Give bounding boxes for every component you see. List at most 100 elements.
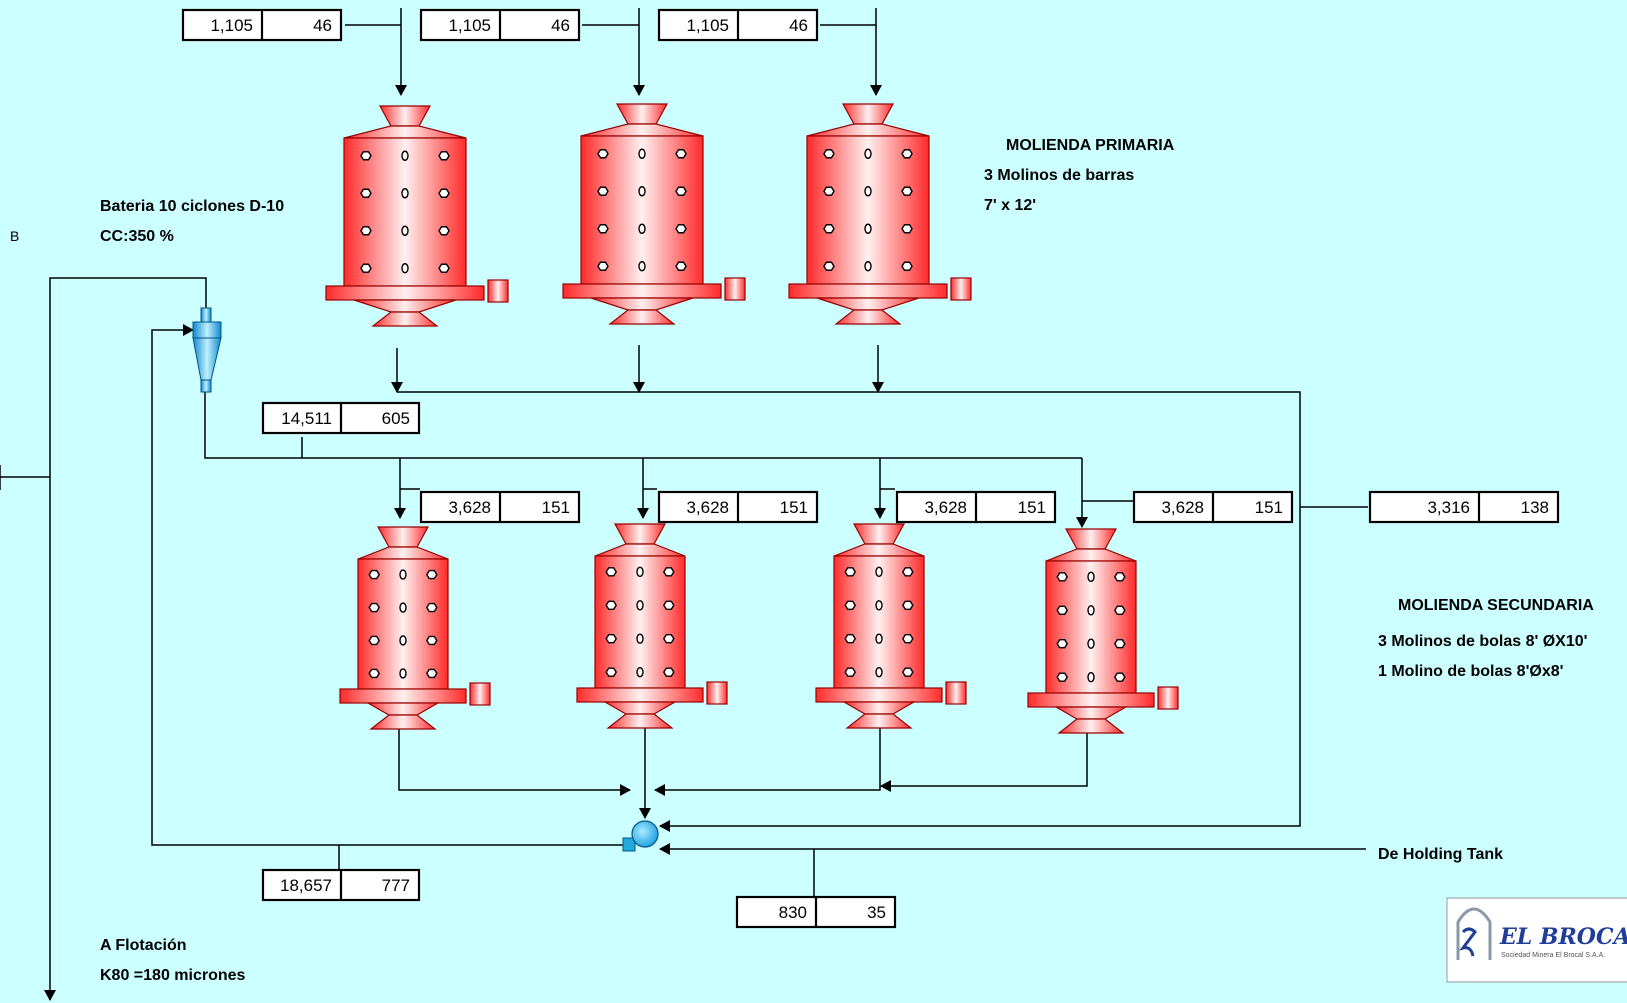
ball-mill-3-discharge [654, 720, 881, 796]
stream-value-tph: 3,628 [924, 498, 967, 517]
stream-value-secondary: 605 [382, 409, 410, 428]
pump-casing [631, 820, 659, 848]
mill-hole [399, 635, 407, 646]
mill-hole [401, 225, 409, 236]
stream-value-tph: 3,628 [448, 498, 491, 517]
mill-hole [901, 567, 914, 577]
mill-hole [1113, 639, 1126, 649]
mill-hole [638, 148, 646, 159]
stream-box-frame [1368, 490, 1560, 524]
cyclone-cc-label: CC:350 % [100, 228, 174, 245]
mill-feed-hopper [841, 103, 895, 125]
logo-subtitle: Sociedad Minera El Brocal S.A.A. [1501, 952, 1605, 959]
mill-drive-motor [1157, 686, 1179, 710]
mill-base-plate [1027, 692, 1155, 708]
mill-hole [823, 224, 835, 234]
b-marker-label: B [10, 228, 20, 244]
mill-hole [1113, 672, 1126, 682]
mill-drive-motor [469, 682, 491, 706]
mill-hole [638, 186, 646, 197]
rod-mill-1 [325, 105, 509, 327]
cyclone-overflow-to-flotation [44, 277, 207, 1001]
mill-hole [864, 186, 872, 197]
mill-hole [636, 666, 644, 678]
secondary-grinding-line2: 1 Molino de bolas 8'Øx8' [1378, 663, 1564, 680]
mill-hole [605, 634, 618, 644]
mill-hole [597, 149, 609, 159]
mill-hole [401, 150, 409, 161]
mill-hole [597, 224, 609, 234]
mill-shell [1045, 560, 1137, 694]
mill-top-cone [580, 123, 704, 137]
mill-feed-hopper [376, 526, 430, 548]
mill-hole [844, 567, 857, 577]
mill-hole [662, 667, 675, 677]
mill-hole [605, 667, 618, 677]
mill-hole [901, 667, 914, 677]
mill-hole [401, 188, 409, 199]
mill-hole [399, 668, 407, 679]
mill-hole [901, 600, 914, 610]
mill-hole [438, 263, 450, 273]
mill-hole [823, 149, 835, 159]
stream-value-tph: 1,105 [686, 16, 729, 35]
stream-value-secondary: 151 [780, 498, 808, 517]
mill-bottom-cone [1053, 706, 1129, 720]
mill-hole [1056, 672, 1069, 682]
mill-hole [823, 186, 835, 196]
mill-hole [675, 224, 687, 234]
stream-value-tph: 14,511 [281, 409, 332, 428]
mill-base-plate [576, 687, 704, 703]
pump-outlet [622, 837, 636, 852]
mill-discharge-trunnion [606, 713, 674, 729]
stream-box-cyclone-underflow: 14,511 605 [261, 401, 421, 435]
mill-hole [425, 668, 438, 679]
mill-shell [594, 555, 686, 689]
cyclone-cylinder [192, 321, 222, 339]
stream-value-tph: 3,628 [686, 498, 729, 517]
mill-discharge-trunnion [845, 713, 913, 729]
mill-hole [438, 188, 450, 198]
secondary-grinding-line1: 3 Molinos de bolas 8' ØX10' [1378, 633, 1588, 650]
mill-hole [901, 634, 914, 644]
mill-hole [901, 149, 913, 159]
mill-hole [399, 569, 407, 580]
mill-discharge-trunnion [834, 309, 902, 325]
mill-hole [425, 569, 438, 580]
mill-shell [806, 135, 930, 285]
mill-shell [343, 137, 467, 287]
mill-base-plate [815, 687, 943, 703]
mill-bottom-cone [590, 297, 694, 311]
mill-base-plate [562, 283, 722, 299]
ball-mill-4-discharge [880, 720, 1088, 792]
flotation-title-label: A Flotación [100, 937, 187, 954]
mill-drive-motor [706, 681, 728, 705]
mill-feed-hopper [852, 523, 906, 545]
mill-hole [401, 263, 409, 274]
mill-shell [357, 558, 449, 690]
mill-hole [368, 569, 381, 580]
mill-hole [638, 223, 646, 234]
mill-hole [1056, 639, 1069, 649]
cyclone-cone [192, 337, 222, 381]
cyclone-underflow-header [204, 392, 1082, 459]
mill-hole [901, 224, 913, 234]
mill-feed-hopper [1064, 528, 1118, 550]
mill-hole [1113, 572, 1126, 582]
mill-hole [675, 186, 687, 196]
mill-shell [580, 135, 704, 285]
mill-hole [662, 567, 675, 577]
mill-hole [1056, 572, 1069, 582]
holding-tank-label: De Holding Tank [1378, 846, 1504, 863]
mill-hole [425, 635, 438, 646]
mill-hole [844, 634, 857, 644]
mill-hole [675, 261, 687, 271]
mill-base-plate [325, 285, 485, 301]
mill-bottom-cone [353, 299, 457, 313]
mill-hole [638, 261, 646, 272]
stream-value-tph: 18,657 [280, 876, 332, 895]
mill-hole [360, 188, 372, 198]
